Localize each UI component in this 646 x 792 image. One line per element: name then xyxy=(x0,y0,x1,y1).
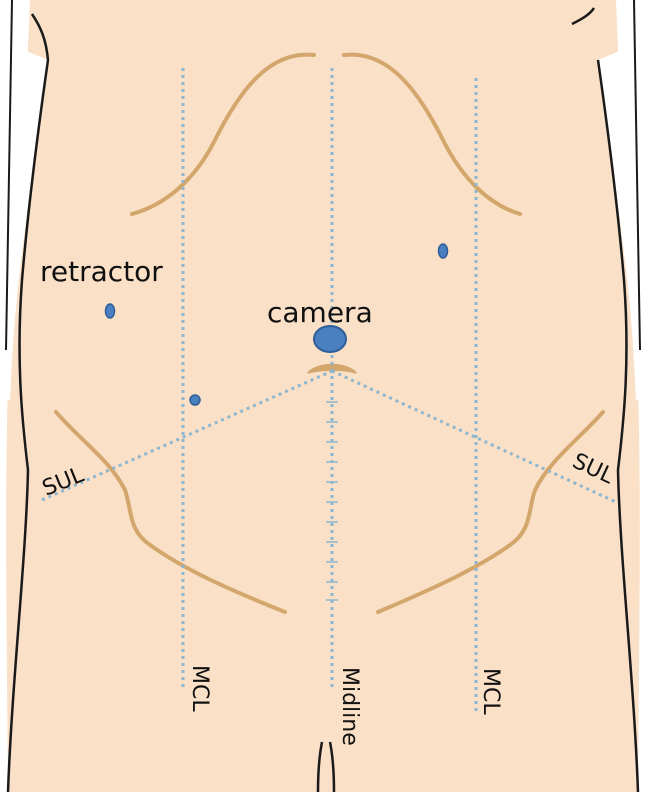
torso-silhouette xyxy=(6,0,640,792)
retractor-label: retractor xyxy=(40,255,163,288)
left-lower-port xyxy=(190,395,200,405)
right-upper-port xyxy=(439,244,448,258)
mcl-right-label: MCL xyxy=(478,668,503,715)
camera-label: camera xyxy=(267,296,373,329)
camera-port xyxy=(314,326,346,352)
mcl-left-label: MCL xyxy=(187,665,212,712)
retractor-port xyxy=(106,304,115,318)
midline-label: Midline xyxy=(337,667,362,746)
